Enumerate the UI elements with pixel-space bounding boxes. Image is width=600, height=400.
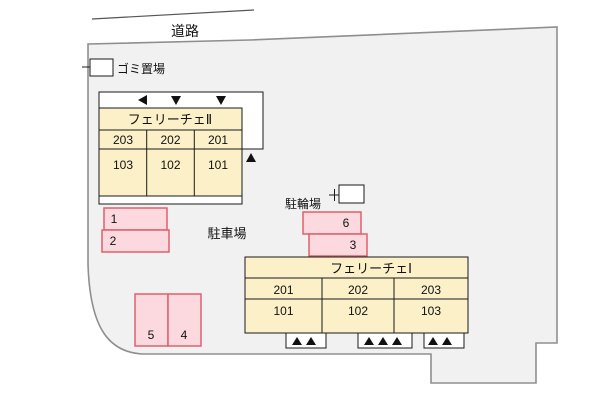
road-edge-line	[91, 9, 255, 20]
bicycle-label: 駐輪場	[285, 196, 321, 211]
felice1-room-101: 101	[273, 304, 293, 318]
road-label: 道路	[171, 23, 199, 39]
stall-number-5: 5	[148, 328, 155, 342]
felice2-room-102: 102	[160, 158, 180, 172]
felice1-porch	[285, 332, 327, 349]
stair-arrow-up-icon	[292, 337, 302, 345]
garbage-label: ゴミ置場	[117, 61, 165, 76]
felice2-room-201: 201	[208, 133, 228, 147]
parking-stall-5	[134, 293, 169, 347]
felice2-body	[98, 107, 243, 197]
stair-arrow-up-icon	[364, 337, 374, 345]
felice2-balcony	[98, 195, 243, 205]
parking-stalls	[101, 207, 368, 347]
felice1-room-201: 201	[273, 283, 293, 297]
entrance-arrow-left-icon	[138, 95, 147, 105]
stair-arrow-up-icon	[246, 153, 256, 162]
entrance-arrow-down-icon	[216, 96, 226, 105]
felice1-porch	[423, 332, 465, 349]
entrance-arrow-down-icon	[171, 96, 181, 105]
building-felice1: フェリーチェⅠ 201 202 203 101 102 103	[244, 256, 469, 349]
felice2-room-101: 101	[208, 158, 228, 172]
felice2-room-202: 202	[160, 133, 180, 147]
stair-arrow-up-icon	[392, 337, 402, 345]
stair-arrow-up-icon	[306, 337, 316, 345]
parking-lot-label: 駐車場	[207, 226, 246, 241]
stall-number-1: 1	[111, 212, 118, 226]
parking-stall-4	[167, 293, 202, 347]
parking-stall-3	[308, 233, 368, 257]
bicycle-parking: 駐輪場	[285, 184, 365, 211]
garbage-shed	[89, 58, 114, 77]
felice1-room-203: 203	[421, 283, 441, 297]
felice1-body	[244, 256, 469, 334]
felice1-room-103: 103	[421, 304, 441, 318]
bicycle-shed	[338, 184, 365, 204]
stall-number-3: 3	[350, 238, 357, 252]
felice2-title: フェリーチェⅡ	[128, 112, 212, 127]
stair-arrow-up-icon	[442, 337, 452, 345]
felice1-title: フェリーチェⅠ	[330, 261, 412, 276]
felice1-room-202: 202	[348, 283, 368, 297]
building-felice2: フェリーチェⅡ 203 202 201 103 102 101	[98, 91, 264, 205]
felice2-room-103: 103	[113, 158, 133, 172]
stall-number-2: 2	[110, 234, 117, 248]
stair-arrow-up-icon	[378, 337, 388, 345]
felice1-room-102: 102	[348, 304, 368, 318]
parking-stall-numbers: 1 2 6 3 5 4	[110, 212, 357, 342]
stair-arrow-up-icon	[428, 337, 438, 345]
parking-stall-6	[302, 211, 362, 235]
stall-number-6: 6	[343, 216, 350, 230]
parking-stall-2	[101, 229, 170, 253]
felice2-room-203: 203	[113, 133, 133, 147]
stall-number-4: 4	[181, 328, 188, 342]
